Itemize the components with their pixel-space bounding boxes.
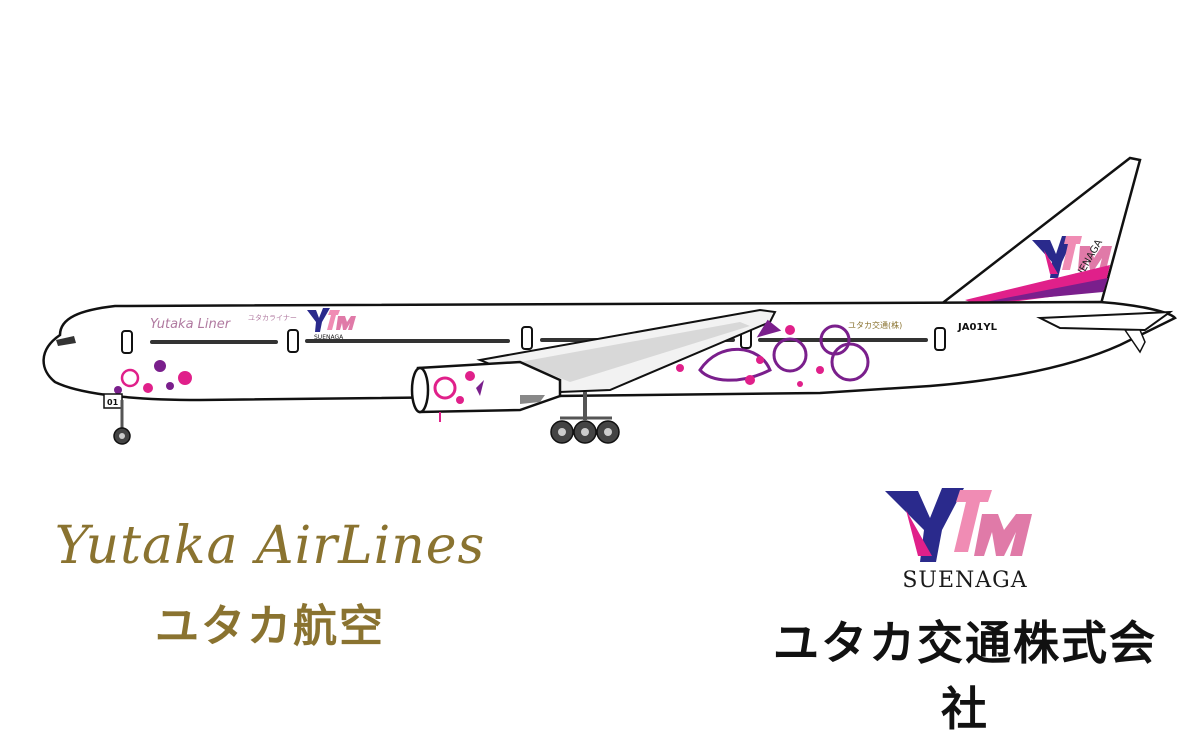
- main-gear: [550, 392, 620, 444]
- livery-script-small: ユタカライナー: [248, 313, 297, 322]
- horizontal-stabilizer: [1036, 310, 1174, 332]
- fuselage-logo-text: SUENAGA: [314, 334, 344, 341]
- ytm-logo: [885, 488, 1032, 562]
- engine: [410, 360, 562, 422]
- yutaka-kotsu-brand: SUENAGA ユタカ交通株式会社: [760, 486, 1170, 739]
- aircraft-illustration: SUENAGA Yutaka Liner ユタカライナー SUENAGA ユタカ…: [42, 156, 1177, 445]
- registration: JA01YL: [957, 322, 998, 333]
- nose-gear-number: 01: [107, 398, 119, 407]
- nose-gear: 01: [103, 393, 131, 445]
- flower-decoration-rear: [698, 319, 870, 382]
- fuselage-company: ユタカ交通(株): [848, 320, 902, 330]
- yutaka-airlines-brand: Yutaka AirLines ユタカ航空: [40, 520, 500, 654]
- livery-script: Yutaka Liner: [150, 317, 232, 332]
- fuselage-logo: SUENAGA: [307, 308, 356, 341]
- yutaka-airlines-script: Yutaka AirLines: [54, 516, 486, 576]
- cockpit-window: [56, 336, 76, 346]
- yutaka-kotsu-company-name: ユタカ交通株式会社: [773, 616, 1157, 736]
- flower-decoration-nose: [114, 360, 192, 394]
- ytm-logo-subtext: SUENAGA: [902, 568, 1028, 593]
- flower-decoration-engine: [433, 371, 484, 404]
- flower-decoration-rear-pink: [676, 325, 824, 387]
- yutaka-airlines-japanese: ユタカ航空: [155, 601, 385, 652]
